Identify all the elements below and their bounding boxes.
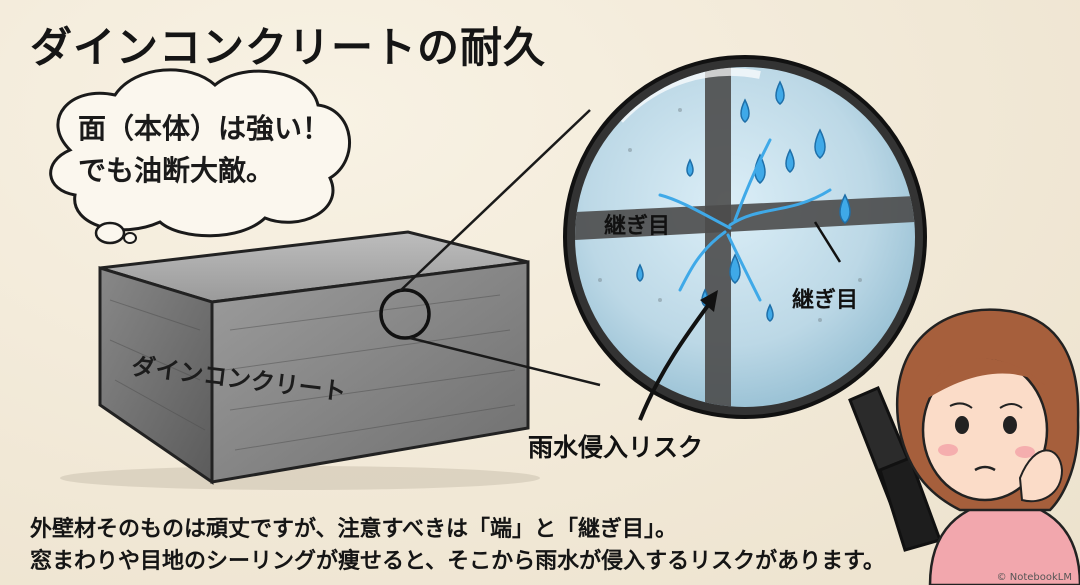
thought-line-2: でも油断大敵。 [78, 154, 275, 187]
joint-label-left: 継ぎ目 [604, 214, 671, 239]
page-title: ダインコンクリートの耐久 [30, 23, 547, 72]
caption-line-1: 外壁材そのものは頑丈ですが、注意すべきは「端」と「継ぎ目」。 [30, 517, 678, 542]
thought-bubble-text: 面（本体）は強い！ でも油断大敵。 [78, 108, 331, 192]
rain-risk-label: 雨水侵入リスク [528, 433, 704, 462]
thought-line-1: 面（本体）は強い！ [78, 112, 331, 145]
concrete-block [60, 230, 540, 490]
joint-label-right: 継ぎ目 [792, 288, 859, 313]
credit-text: © NotebookLM [996, 572, 1072, 583]
water-drops [636, 80, 851, 322]
magnifier-lens [563, 55, 927, 419]
thought-bubble [49, 68, 351, 245]
zoom-connector [399, 109, 601, 387]
caption-line-2: 窓まわりや目地のシーリングが痩せると、そこから雨水が侵入するリスクがあります。 [30, 549, 885, 574]
magnifier-handle [848, 386, 942, 552]
worried-woman [895, 308, 1080, 585]
rain-risk-arrow [638, 290, 718, 421]
caption: 外壁材そのものは頑丈ですが、注意すべきは「端」と「継ぎ目」。 窓まわりや目地のシ… [30, 514, 1070, 578]
